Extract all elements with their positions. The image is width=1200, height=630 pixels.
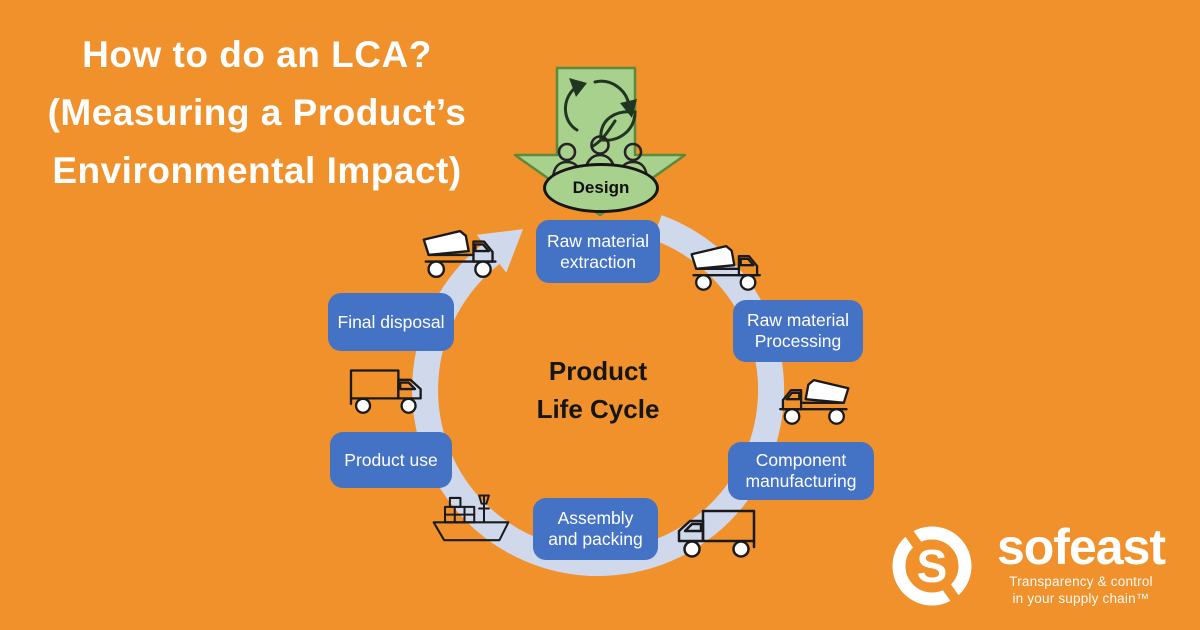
dump-truck-icon [779,378,850,425]
stage-final-disposal: Final disposal [328,293,454,351]
cycle-direction-arrow-icon [476,229,523,273]
stage-raw-material-extraction: Raw material extraction [536,220,660,283]
svg-text:S: S [917,540,948,592]
sofeast-swirl-icon: S [892,525,972,607]
sofeast-wordmark: sofeast [996,519,1166,575]
stage-component-manufacturing: Component manufacturing [728,442,874,500]
page-title: How to do an LCA? (Measuring a Product’s… [47,34,467,191]
stage-product-use: Product use [330,432,452,488]
box-truck-icon [677,509,756,558]
design-stage-badge: Design [543,163,659,213]
box-truck-icon [349,369,422,414]
dump-truck-icon [422,229,497,279]
dump-truck-icon [690,244,761,291]
recycle-leaf-icon [564,78,637,148]
cargo-ship-icon [432,494,510,542]
sofeast-tagline: Transparency & control in your supply ch… [1009,574,1153,606]
design-stage-label: Design [572,178,630,197]
stage-raw-material-processing: Raw material Processing [733,300,863,362]
stage-assembly-and-packing: Assembly and packing [533,498,658,560]
cycle-center-title: Product Life Cycle [536,356,660,424]
